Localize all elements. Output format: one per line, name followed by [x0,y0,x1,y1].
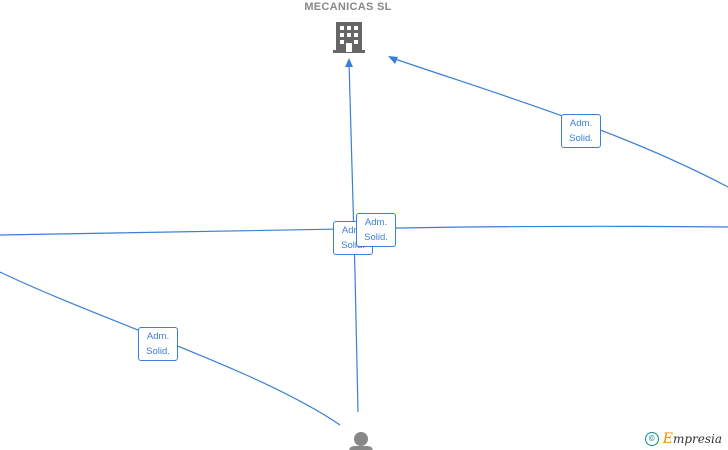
watermark: © Empresia [644,431,722,447]
edge-right-to-company [391,57,728,188]
relation-type: Solid. [146,346,170,357]
relation-role: Adm. [146,331,170,342]
relation-type: Solid. [341,240,365,251]
relation-badge[interactable]: Adm. Solid. [138,327,178,361]
copyright-icon: © [644,432,659,446]
relation-type: Solid. [364,232,388,243]
brand-logo: Empresia [662,431,722,447]
arrowhead-company-bottom [345,58,353,67]
relation-badge[interactable]: Adm. Solid. [561,114,601,148]
relation-role: Adm. [569,118,593,129]
building-icon[interactable] [333,22,365,53]
person-icon[interactable] [349,432,373,450]
company-name[interactable]: MECANICAS SL [304,1,392,13]
edge-horizontal [0,225,728,236]
relation-role: Adm. [341,225,365,236]
relation-badge[interactable]: Adm. Solid. [356,213,396,247]
relation-type: Solid. [569,133,593,144]
relation-role: Adm. [364,217,388,228]
arrowhead-company-right [388,56,398,64]
